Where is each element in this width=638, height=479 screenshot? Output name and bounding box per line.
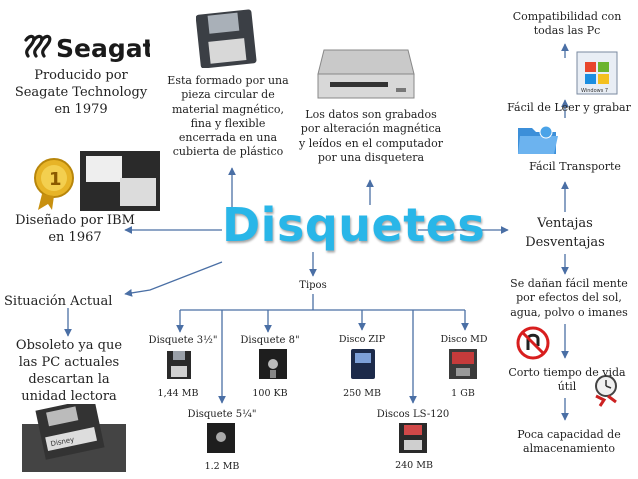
ventaja-3: Fácil Transporte xyxy=(529,160,621,173)
ls120-disk-image xyxy=(399,423,427,453)
desventaja-2: Corto tiempo de vida útil xyxy=(508,366,626,394)
medal-image: 1 xyxy=(34,151,160,211)
windows-box-image: Windows 7 xyxy=(576,51,618,95)
folder-icon xyxy=(518,125,558,154)
clock-runner-icon xyxy=(595,375,617,407)
tipo-name-5: Disquete 5¼" xyxy=(187,409,257,420)
ventaja-1: Compatibilidad con todas las Pc xyxy=(512,10,622,38)
floppy-35-image xyxy=(167,351,191,379)
tipo-cap-4: 1 GB xyxy=(451,388,475,399)
zip-disk-image xyxy=(351,349,375,379)
tipo-cap-2: 100 KB xyxy=(252,388,288,399)
floppy-8-image xyxy=(259,349,287,379)
md-disk-image xyxy=(449,349,477,379)
logo-text: Seagate xyxy=(56,34,150,63)
desventaja-3: Poca capacidad de almacenamiento xyxy=(517,428,621,456)
tipo-cap-6: 240 MB xyxy=(395,460,433,471)
node-datos: Los datos son grabados por alteración ma… xyxy=(299,108,443,164)
node-disenado: Diseñado por IBM en 1967 xyxy=(15,213,135,245)
node-situacion: Situación Actual xyxy=(4,294,113,309)
floppy-disk-image xyxy=(196,9,257,68)
seagate-logo: Seagate xyxy=(24,34,150,63)
tipo-name-4: Disco MD xyxy=(440,334,488,345)
desventaja-1: Se dañan fácil mente por efectos del sol… xyxy=(510,277,628,319)
tipo-name-6: Discos LS-120 xyxy=(376,409,450,420)
node-tipos: Tipos xyxy=(299,280,327,291)
tipo-name-3: Disco ZIP xyxy=(338,334,386,345)
tipo-name-1: Disquete 3½" xyxy=(148,335,218,346)
node-ventajas: Ventajas xyxy=(537,216,593,231)
disk-drive-image xyxy=(317,49,415,99)
no-u-turn-sign-icon xyxy=(516,326,550,360)
node-producido: Producido por Seagate Technology en 1979 xyxy=(14,68,148,117)
floppy-drive-image: Disney xyxy=(22,404,126,472)
arrow-to-situacion xyxy=(124,261,223,297)
central-title: Disquetes xyxy=(222,198,486,252)
tipo-cap-3: 250 MB xyxy=(343,388,381,399)
node-obsoleto: Obsoleto ya que las PC actuales descarta… xyxy=(15,338,123,404)
ventaja-2: Fácil de Leer y grabar xyxy=(507,101,631,114)
tipo-cap-5: 1.2 MB xyxy=(204,461,240,472)
svg-text:1: 1 xyxy=(49,169,62,190)
windows-box-text: Windows 7 xyxy=(581,88,608,94)
node-formado: Esta formado por una pieza circular de m… xyxy=(167,74,289,159)
node-desventajas: Desventajas xyxy=(525,235,605,250)
floppy-525-image xyxy=(207,423,235,453)
tipo-cap-1: 1,44 MB xyxy=(157,388,199,399)
tipo-name-2: Disquete 8" xyxy=(240,335,300,346)
